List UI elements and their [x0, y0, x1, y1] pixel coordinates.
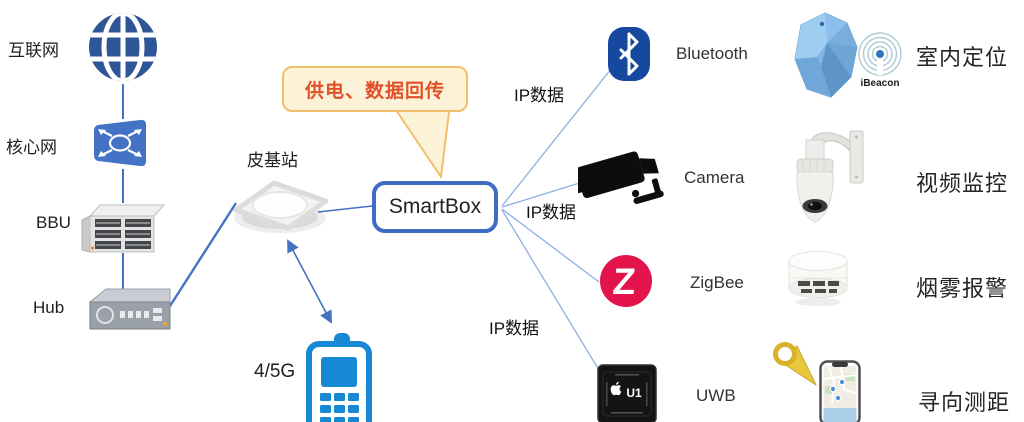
smoke-detector-icon [785, 248, 851, 315]
smartbox-label: SmartBox [388, 195, 482, 218]
ip-data-label-bottom: IP数据 [489, 319, 540, 338]
camera-label: Camera [684, 168, 745, 187]
ibeacon-logo-text: iBeacon [861, 78, 900, 89]
zigbee-label: ZigBee [690, 273, 744, 292]
ibeacon-logo: iBeacon [854, 28, 906, 95]
uwb-label: UWB [696, 386, 736, 405]
zigbee-icon: Z [600, 255, 652, 312]
compass-needle-icon [770, 341, 822, 396]
dome-camera-icon [790, 125, 870, 240]
mobile-label: 4/5G [254, 361, 296, 382]
ibeacon-device-icon [791, 11, 860, 103]
uwb-chip-text: U1 [626, 386, 642, 400]
map-phone-icon [819, 360, 861, 422]
bbu-label: BBU [36, 213, 71, 232]
uwb-chip-icon: U1 [597, 364, 657, 422]
power-backhaul-callout: 供电、数据回传 [282, 66, 468, 112]
video-surveillance-label: 视频监控 [916, 171, 1009, 196]
bluetooth-icon [608, 27, 650, 86]
callout-text: 供电、数据回传 [304, 80, 445, 102]
mobile-phone-icon [304, 331, 374, 422]
smoke-alarm-label: 烟雾报警 [916, 276, 1009, 301]
ip-data-label-top: IP数据 [514, 86, 565, 105]
bluetooth-label: Bluetooth [676, 44, 748, 63]
ranging-label: 寻向测距 [918, 390, 1011, 415]
zigbee-logo-letter: Z [611, 260, 637, 302]
internet-label: 互联网 [8, 41, 59, 60]
hub-label: Hub [33, 298, 65, 317]
core-router-icon [88, 116, 152, 175]
core-network-label: 核心网 [6, 138, 57, 157]
hub-device-icon [80, 284, 174, 341]
pico-station-label: 皮基站 [247, 151, 298, 170]
ip-data-label-mid: IP数据 [526, 203, 577, 222]
smartbox-node: SmartBox [372, 181, 498, 233]
indoor-positioning-label: 室内定位 [916, 45, 1009, 70]
globe-icon [86, 8, 160, 89]
cctv-camera-icon [571, 136, 683, 233]
apple-logo-icon [610, 381, 622, 396]
bbu-server-icon [78, 200, 166, 261]
pico-station-icon [224, 170, 336, 249]
